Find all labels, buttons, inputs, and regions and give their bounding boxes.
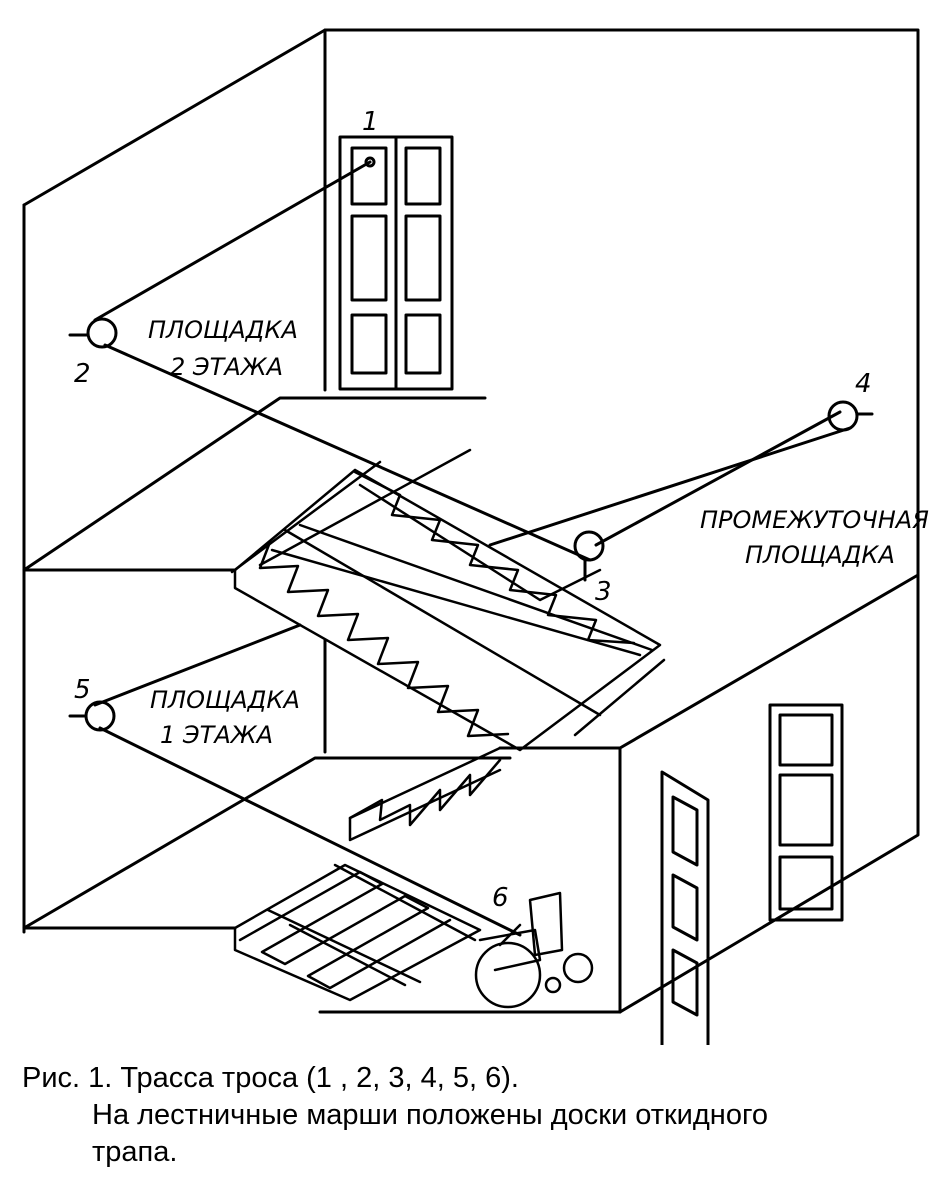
- caption-line-1: Рис. 1. Трасса троса (1 , 2, 3, 4, 5, 6)…: [22, 1062, 519, 1094]
- open-door: [660, 770, 710, 1045]
- wheelchair: [474, 891, 594, 1009]
- point-numbers: 1 2 3 4 5 6: [74, 107, 872, 913]
- labels: ПЛОЩАДКА 2 ЭТАЖА ПРОМЕЖУТОЧНАЯ ПЛОЩАДКА …: [148, 316, 929, 749]
- point-label-3: 3: [595, 577, 612, 607]
- staircase-diagram: ПЛОЩАДКА 2 ЭТАЖА ПРОМЕЖУТОЧНАЯ ПЛОЩАДКА …: [22, 28, 929, 1045]
- caption-line-2: На лестничные марши положены доски откид…: [92, 1099, 769, 1131]
- upper-door: [338, 135, 454, 391]
- stairwell-walls: [22, 28, 920, 1014]
- point-label-4: 4: [855, 369, 872, 399]
- caption-line-3: трапа.: [92, 1136, 178, 1168]
- figure-caption: Рис. 1. Трасса троса (1 , 2, 3, 4, 5, 6)…: [22, 1060, 947, 1171]
- pulley-3: [573, 530, 605, 582]
- pulley-4: [827, 400, 874, 432]
- pulley-2: [68, 317, 118, 349]
- point-label-6: 6: [492, 883, 509, 913]
- lower-stair-flight: [233, 863, 482, 1002]
- side-door: [768, 703, 844, 922]
- landing-1-label-line1: ПЛОЩАДКА: [150, 686, 300, 714]
- cable-route: [93, 160, 852, 937]
- upper-stair-flight: [230, 448, 666, 752]
- landing-2-label-line1: ПЛОЩАДКА: [148, 316, 298, 344]
- landing-mid-label-line1: ПРОМЕЖУТОЧНАЯ: [700, 506, 929, 534]
- landing-2-label-line2: 2 ЭТАЖА: [170, 353, 283, 381]
- point-label-5: 5: [74, 675, 91, 705]
- middle-stair-flight: [348, 746, 502, 842]
- point-label-1: 1: [362, 107, 379, 137]
- pulley-5: [68, 700, 116, 732]
- landing-mid-label-line2: ПЛОЩАДКА: [745, 541, 895, 569]
- anchor-point-1: [364, 156, 376, 168]
- landing-1-label-line2: 1 ЭТАЖА: [160, 721, 273, 749]
- point-label-2: 2: [74, 359, 91, 389]
